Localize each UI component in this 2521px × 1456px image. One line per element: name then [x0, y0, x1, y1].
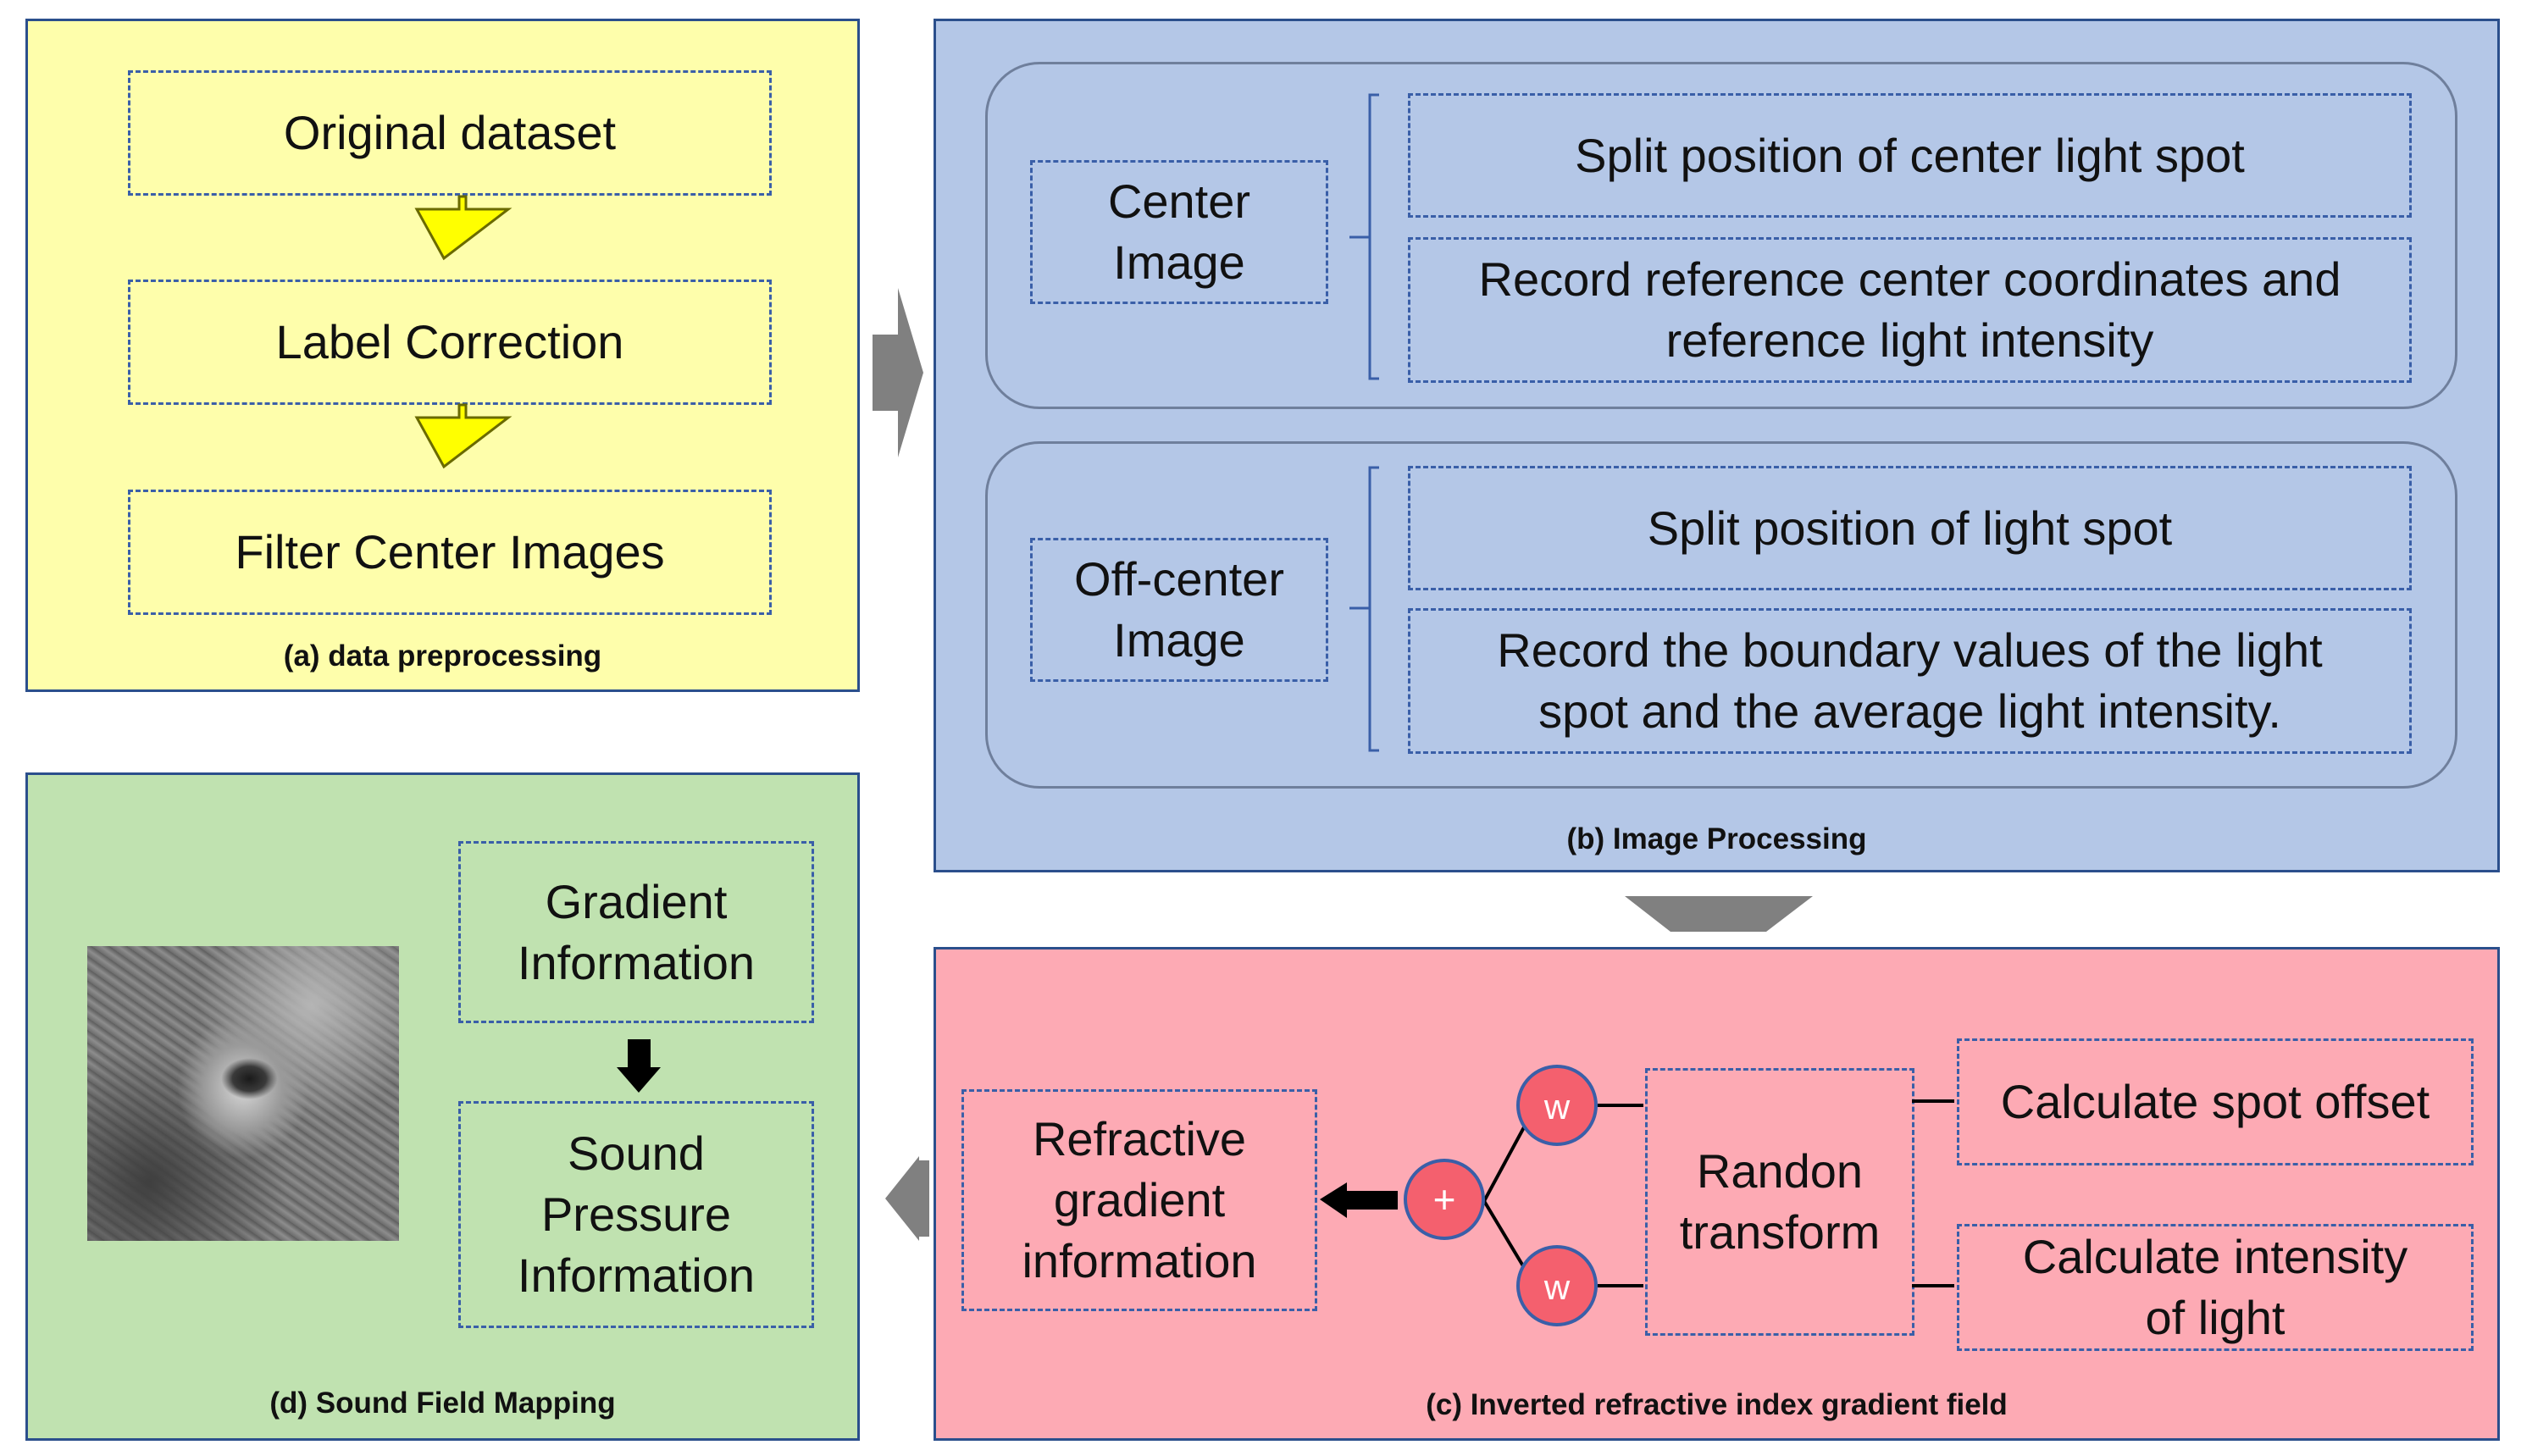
offcenter-bracket [1349, 466, 1379, 752]
original-dataset-label: Original dataset [283, 106, 617, 160]
center-image-group [985, 62, 2457, 409]
gray-left-arrow-icon [885, 1156, 919, 1241]
gradient-information-box: Gradient Information [458, 841, 814, 1023]
split-center-spot-label: Split position of center light spot [1575, 128, 2245, 182]
gray-down-arrow-icon [1625, 896, 1813, 932]
filter-center-images-box: Filter Center Images [128, 490, 772, 615]
plus-to-w-connector [1482, 1116, 1532, 1202]
panel-inverted-gradient-field: Refractive gradient information Randon t… [934, 947, 2500, 1441]
original-dataset-box: Original dataset [128, 70, 772, 196]
plus-to-w-connector [1482, 1199, 1532, 1279]
sound-pressure-information-box: Sound Pressure Information [458, 1101, 814, 1328]
panel-d-caption: (d) Sound Field Mapping [269, 1387, 616, 1420]
yellow-down-arrow-icon [414, 403, 513, 469]
calculate-spot-offset-label: Calculate spot offset [2000, 1075, 2430, 1129]
randon-transform-box: Randon transform [1645, 1068, 1914, 1336]
calculate-spot-offset-box: Calculate spot offset [1957, 1038, 2474, 1165]
black-down-arrow-icon [617, 1039, 661, 1093]
plus-node: + [1404, 1159, 1485, 1240]
gray-right-arrow-icon [873, 288, 923, 457]
panel-sound-field-mapping: Gradient Information Sound Pressure Info… [25, 772, 860, 1441]
record-boundary-box: Record the boundary values of the light … [1408, 608, 2412, 754]
filter-center-images-label: Filter Center Images [235, 525, 665, 579]
black-left-arrow-icon [1320, 1182, 1398, 1218]
offcenter-image-label: Off-center Image [1074, 552, 1284, 667]
randon-transform-label: Randon transform [1679, 1144, 1881, 1259]
split-spot-label: Split position of light spot [1647, 501, 2173, 555]
split-center-spot-box: Split position of center light spot [1408, 93, 2412, 218]
center-bracket [1349, 93, 1379, 380]
weight-node-top: w [1516, 1065, 1598, 1146]
gray-left-arrow-shaft [919, 1160, 929, 1237]
panel-a-caption: (a) data preprocessing [283, 639, 602, 673]
refractive-gradient-label: Refractive gradient information [1022, 1112, 1257, 1287]
offcenter-image-group [985, 441, 2457, 789]
record-reference-box: Record reference center coordinates and … [1408, 237, 2412, 383]
panel-c-caption: (c) Inverted refractive index gradient f… [1426, 1388, 2008, 1421]
offcenter-image-box: Off-center Image [1030, 538, 1328, 682]
split-spot-box: Split position of light spot [1408, 466, 2412, 590]
record-reference-label: Record reference center coordinates and … [1478, 252, 2341, 367]
label-correction-box: Label Correction [128, 280, 772, 405]
label-correction-label: Label Correction [275, 315, 624, 369]
yellow-down-arrow-icon [414, 195, 513, 261]
weight-node-bottom: w [1516, 1245, 1598, 1326]
calculate-intensity-label: Calculate intensity of light [2022, 1230, 2408, 1344]
gradient-information-label: Gradient Information [517, 874, 756, 989]
svg-text:w: w [1543, 1267, 1571, 1307]
panel-image-processing: Center Image Split position of center li… [934, 19, 2500, 872]
sound-pressure-information-label: Sound Pressure Information [517, 1127, 756, 1302]
sound-field-image [87, 946, 399, 1241]
svg-text:+: + [1433, 1177, 1456, 1221]
record-boundary-label: Record the boundary values of the light … [1497, 623, 2323, 738]
panel-b-caption: (b) Image Processing [1566, 822, 1867, 855]
center-image-label: Center Image [1107, 174, 1251, 289]
center-image-box: Center Image [1030, 160, 1328, 304]
svg-text:w: w [1543, 1087, 1571, 1127]
panel-data-preprocessing: Original dataset Label Correction Filter… [25, 19, 860, 692]
refractive-gradient-box: Refractive gradient information [961, 1089, 1317, 1311]
calculate-intensity-box: Calculate intensity of light [1957, 1224, 2474, 1351]
